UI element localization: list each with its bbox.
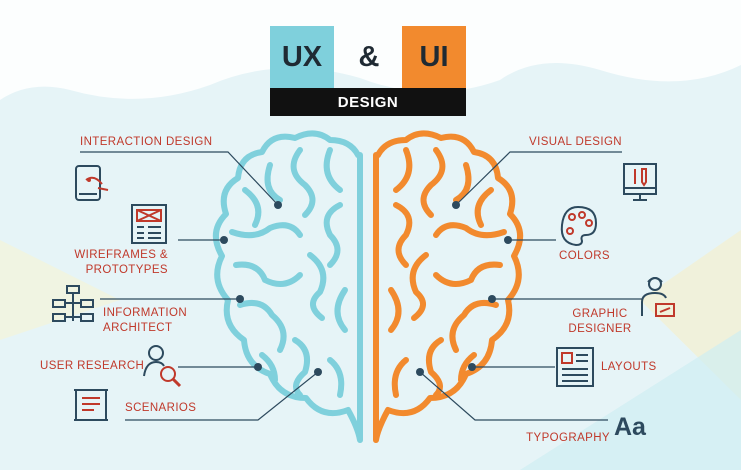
typography-aa-icon: Aa: [614, 413, 646, 441]
label-graphic-line1: GRAPHIC: [572, 308, 628, 320]
ampersand: &: [358, 40, 380, 73]
left-connector-dots: [220, 201, 322, 376]
ux-box: [270, 26, 334, 90]
label-wireframes-line2: PROTOTYPES: [85, 264, 168, 276]
monitor-tools-icon: [623, 163, 657, 201]
label-graphic-line2: DESIGNER: [568, 323, 632, 335]
right-connector-dots: [416, 201, 512, 376]
label-layouts: LAYOUTS: [601, 361, 657, 373]
palette-icon: [560, 205, 598, 247]
label-scenarios: SCENARIOS: [125, 402, 197, 414]
layout-icon: [556, 347, 594, 387]
label-visual-design: VISUAL DESIGN: [529, 136, 622, 148]
ui-box: [402, 26, 466, 90]
bg-shape-bottom-right: [520, 330, 741, 470]
sitemap-icon: [52, 285, 94, 322]
label-interaction-design: INTERACTION DESIGN: [80, 136, 213, 148]
ux-title: UX: [281, 40, 323, 73]
right-connectors: [419, 151, 642, 421]
tablet-touch-icon: [75, 165, 109, 201]
design-subtitle: DESIGN: [337, 94, 399, 111]
ui-title: UI: [419, 40, 449, 73]
scenario-board-icon: [74, 389, 108, 421]
label-information-line2: ARCHITECT: [103, 322, 173, 334]
label-colors: COLORS: [559, 250, 610, 262]
cloud-top: [0, 0, 741, 100]
label-information-line1: INFORMATION: [103, 307, 188, 319]
wireframe-icon: [131, 204, 167, 244]
bg-shape-left: [0, 240, 120, 340]
design-bar: [270, 88, 466, 116]
graphic-designer-icon: [641, 277, 675, 317]
label-user-research: USER RESEARCH: [40, 360, 145, 372]
label-typography: TYPOGRAPHY: [526, 432, 610, 444]
left-connectors: [80, 151, 319, 421]
brain-left-hemisphere: [213, 130, 363, 443]
label-wireframes-line1: WIREFRAMES &: [74, 249, 168, 261]
user-search-icon: [143, 345, 182, 388]
